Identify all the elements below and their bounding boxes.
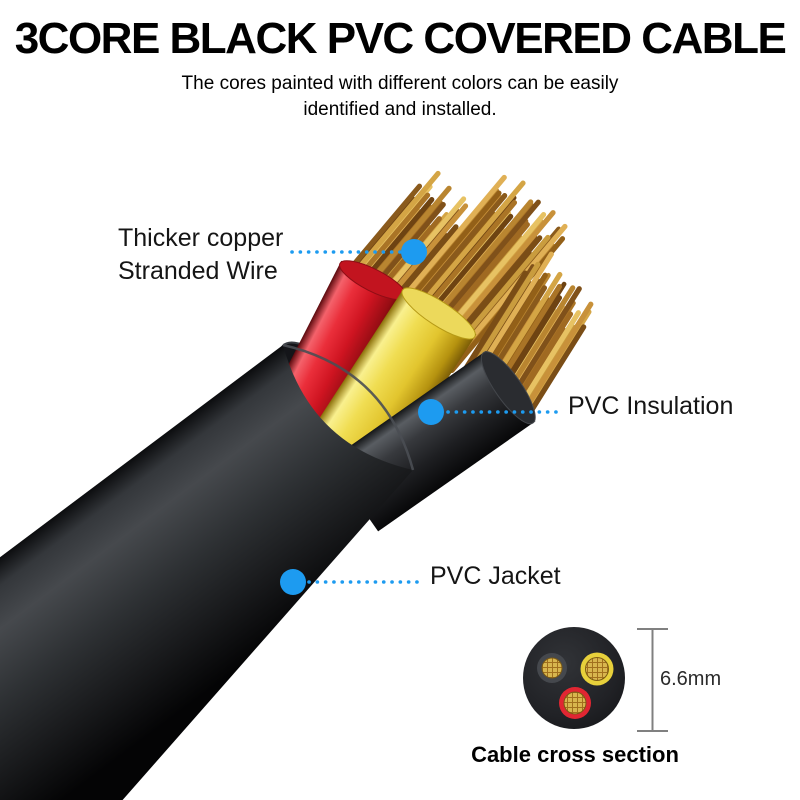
cross-section-diagram [523,627,668,732]
label-pvc-insulation: PVC Insulation [568,392,734,420]
yellow-core-cut-face [401,287,476,340]
cross-section-core-yellow-copper [585,657,609,681]
copper-strand [398,180,526,331]
copper-strand [452,270,528,389]
black-core-cut-face [480,351,536,425]
dimension-line [637,628,668,732]
cable-jacket [0,345,413,800]
page-subtitle: The cores painted with different colors … [0,71,800,123]
dimension-label: 6.6mm [660,668,722,690]
callout-dot-icon [418,399,444,425]
subtitle-line-2: identified and installed. [303,99,497,120]
callout-dot-icon [280,569,306,595]
cross-section-core-red-copper [563,691,587,715]
callout-jacket [280,569,421,595]
callout-copper [290,239,427,265]
cross-section-outer-jacket [523,627,625,729]
copper-strand [385,174,507,319]
label-pvc-jacket: PVC Jacket [430,562,561,590]
callout-insulation [418,399,559,425]
copper-label-line-2: Stranded Wire [118,257,278,285]
cross-section-core-black-copper [541,657,563,679]
copper-label-line-1: Thicker copper [118,224,284,252]
subtitle-line-1: The cores painted with different colors … [181,73,619,94]
label-copper-stranded-wire: Thicker copper Stranded Wire [118,222,283,288]
copper-strand [518,324,587,431]
page-title: 3CORE BLACK PVC COVERED CABLE [14,14,787,63]
callout-dot-icon [401,239,427,265]
copper-strand [513,301,594,427]
jacket-cut-rim [282,343,415,471]
cross-section-caption: Cable cross section [471,742,679,767]
